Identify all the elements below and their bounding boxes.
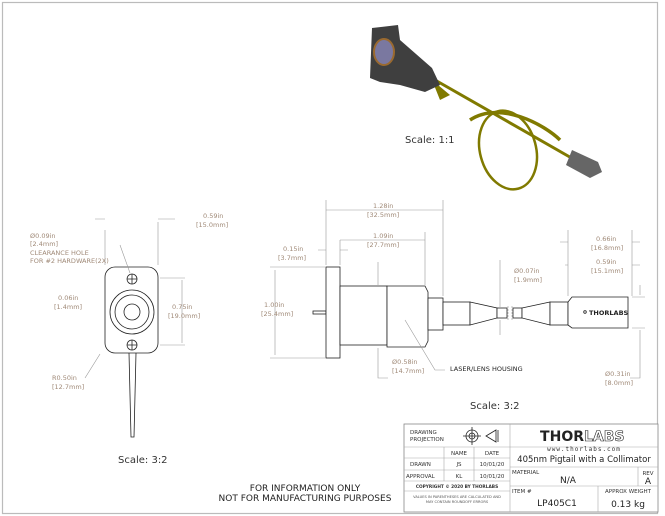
width-in-text: 0.59in: [203, 212, 223, 220]
coll-dia-mm-text: [8.0mm]: [605, 379, 633, 387]
housing-callout: LASER/LENS HOUSING: [450, 365, 523, 373]
copyright-text: COPYRIGHT © 2020 BY THORLABS: [416, 484, 498, 490]
housing-in-text: 1.09in: [373, 232, 393, 240]
spacing-in-text: 0.75in: [172, 303, 192, 311]
iso-view: Scale: 1:1: [370, 25, 602, 191]
col-name-text: NAME: [451, 451, 468, 457]
approval-label-text: APPROVAL: [406, 474, 436, 480]
col-date-text: DATE: [485, 451, 500, 457]
height-in-text: 1.00in: [264, 301, 284, 309]
pin-in-text: 0.06in: [58, 294, 78, 302]
radius-mm-text: [12.7mm]: [52, 383, 84, 391]
0-text: DRAWING: [410, 430, 437, 436]
housing-mm-text: [27.7mm]: [367, 241, 399, 249]
height-mm-text: [25.4mm]: [261, 310, 293, 318]
lead-wires: [128, 352, 137, 438]
laser-pin: [312, 310, 327, 315]
weight-label-text: APPROX WEIGHT: [605, 489, 652, 495]
hole-note-2-text: FOR #2 HARDWARE(2X): [30, 257, 109, 265]
overall-in-text: 1.28in: [373, 202, 393, 210]
logo-thor-text: THOR: [540, 429, 584, 445]
title-block: DRAWING PROJECTION NAME DATE DRAWN JS 10…: [403, 423, 659, 513]
coll-dia-in-text: Ø0.31in: [605, 370, 631, 378]
item-number: LP405C1: [537, 499, 577, 509]
body-dia-mm-text: [14.7mm]: [392, 367, 424, 375]
1-text: MAY CONTAIN ROUNDOFF ERRORS: [426, 500, 489, 504]
rev-label-text: REV: [642, 471, 653, 477]
0-text: VALUES IN PARENTHESES ARE CALCULATED AND: [413, 495, 501, 499]
fiber-dia-mm-text: [1.9mm]: [514, 276, 542, 284]
iso-scale-label: Scale: 1:1: [405, 135, 455, 146]
side-flange: [325, 266, 341, 359]
material-label-text: MATERIAL: [512, 470, 540, 476]
coll-len-mm-text: [16.8mm]: [591, 244, 623, 252]
drawn-date-text: 10/01/20: [480, 462, 505, 468]
front-scale-label: Scale: 3:2: [118, 455, 168, 466]
fiber: [496, 307, 508, 319]
laser-window: [373, 38, 395, 66]
drawn-label-text: DRAWN: [410, 462, 431, 468]
body-dia-in-text: Ø0.58in: [392, 358, 418, 366]
fiber-dia-in-text: Ø0.07in: [514, 267, 540, 275]
flange-in-text: 0.15in: [283, 245, 303, 253]
coll-body-mm-text: [15.1mm]: [591, 267, 623, 275]
approval-date-text: 10/01/20: [480, 474, 505, 480]
material-text: N/A: [560, 476, 577, 486]
overall-mm-text: [32.5mm]: [367, 211, 399, 219]
radius-in-text: R0.50in: [52, 374, 77, 382]
rev-text: A: [645, 477, 652, 487]
website-text: www.thorlabs.com: [547, 446, 621, 453]
spacing-mm-text: [19.0mm]: [168, 312, 200, 320]
third-angle-projection-icon: [463, 427, 499, 445]
laser-pins: [123, 303, 141, 321]
pin-mm-text: [1.4mm]: [54, 303, 82, 311]
fiber-loop: [477, 109, 539, 191]
coll-len-in-text: 0.66in: [596, 235, 616, 243]
approval-name-text: KL: [456, 474, 464, 480]
hole-note-1-text: CLEARANCE HOLE: [30, 249, 89, 257]
1-text: PROJECTION: [410, 437, 444, 443]
laser-body: [339, 285, 388, 346]
hole-dia-mm-text: [2.4mm]: [30, 240, 58, 248]
logo-labs-text: LABS: [584, 429, 625, 445]
lens-housing: [386, 285, 429, 348]
side-view: THORLABS 1.28in [32.5mm] 1.09in [27.7mm]…: [261, 200, 645, 412]
flange-mm-text: [3.7mm]: [278, 254, 306, 262]
weight-text: 0.13 kg: [611, 500, 645, 510]
notice-line-2: NOT FOR MANUFACTURING PURPOSES: [219, 494, 392, 504]
hole-dia-in-text: Ø0.09in: [30, 232, 56, 240]
coll-body-in-text: 0.59in: [596, 258, 616, 266]
drawn-name-text: JS: [455, 462, 462, 468]
collimator-3d: [566, 150, 602, 178]
item-label-text: ITEM #: [512, 489, 532, 495]
drawing-title: 405nm Pigtail with a Collimator: [517, 455, 651, 465]
front-view: Ø0.09in [2.4mm] CLEARANCE HOLE FOR #2 HA…: [30, 212, 228, 466]
thorlabs-logo: THOR LABS: [540, 429, 625, 446]
side-scale-label: Scale: 3:2: [470, 401, 520, 412]
width-mm-text: [15.0mm]: [196, 221, 228, 229]
coll-logo-text: THORLABS: [589, 309, 629, 317]
notice-line-1: FOR INFORMATION ONLY: [250, 484, 361, 494]
collimator: [567, 296, 629, 329]
